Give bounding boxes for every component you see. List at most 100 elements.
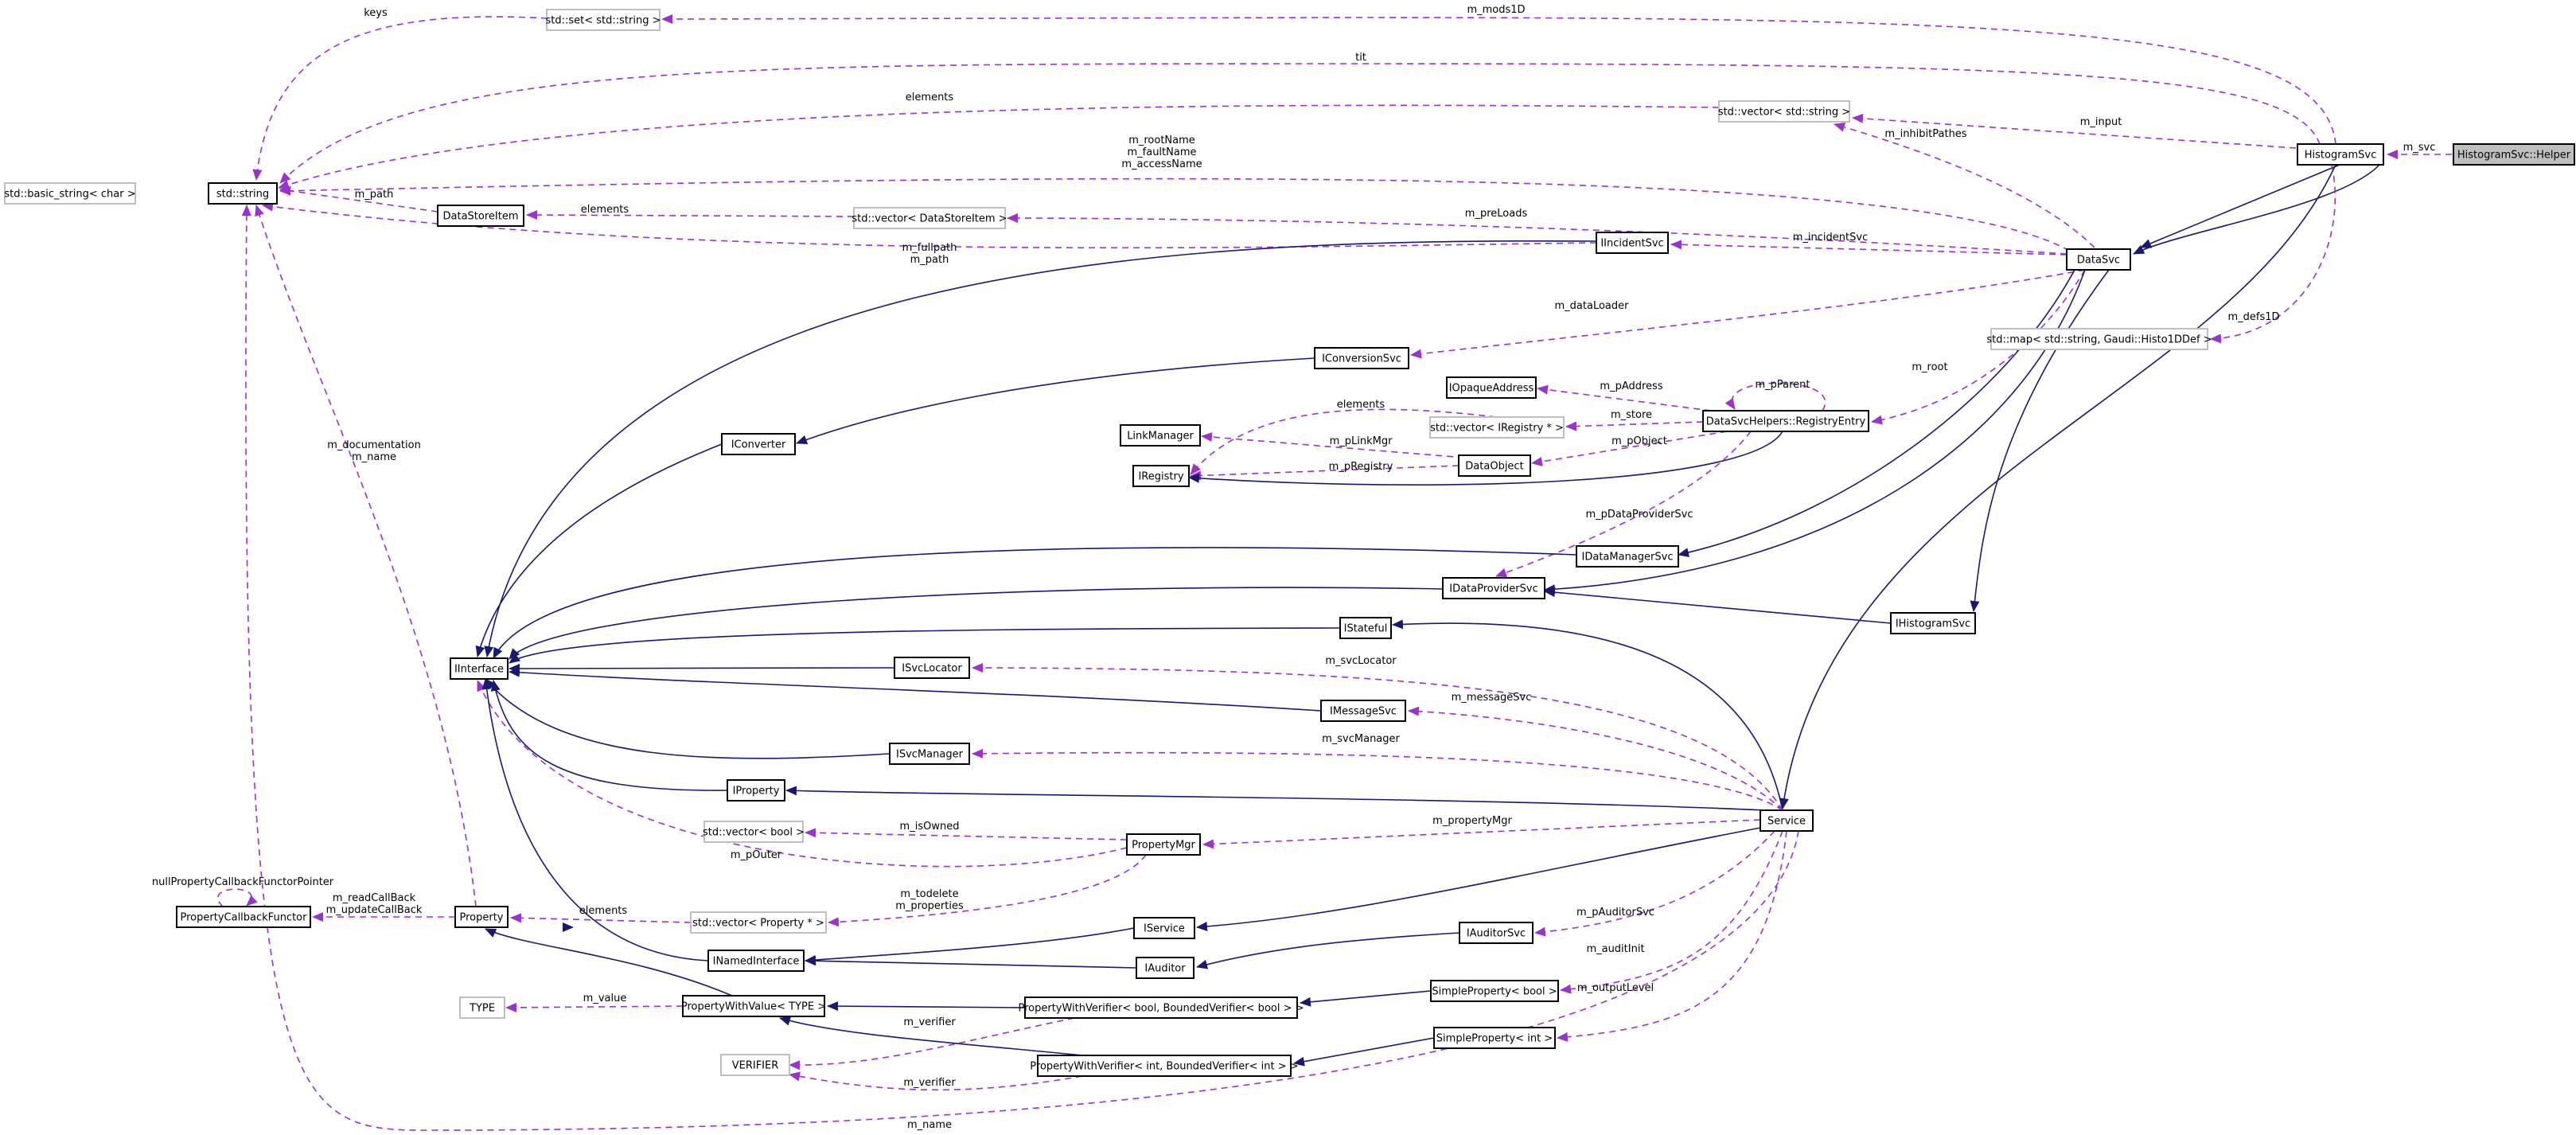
- edge-line: [827, 1001, 1026, 1012]
- edge-inheritance: [485, 678, 890, 759]
- class-node-datasvc[interactable]: DataSvc: [2066, 248, 2131, 271]
- node-label: std::vector< std::string >: [1718, 107, 1850, 119]
- edge-line: [661, 14, 2336, 145]
- class-node-iregistry[interactable]: IRegistry: [1132, 465, 1190, 487]
- class-node-istateful[interactable]: IStateful: [1339, 617, 1392, 639]
- edge-line: [485, 928, 733, 997]
- class-node-type[interactable]: TYPE: [459, 997, 505, 1019]
- node-box: [459, 997, 505, 1019]
- class-node-imessagesvc[interactable]: IMessageSvc: [1320, 700, 1406, 722]
- class-node-idatamanagersvc[interactable]: IDataManagerSvc: [1576, 545, 1679, 568]
- class-node-iopaqueaddress[interactable]: IOpaqueAddress: [1446, 376, 1537, 399]
- class-node-isvclocator[interactable]: ISvcLocator: [894, 657, 970, 679]
- class-node-vector-property[interactable]: std::vector< Property * >: [690, 911, 827, 934]
- class-node-vector-iregistry[interactable]: std::vector< IRegistry * >: [1429, 416, 1565, 439]
- class-node-simpleproperty-int[interactable]: SimpleProperty< int >: [1433, 1027, 1556, 1049]
- class-node-helper[interactable]: HistogramSvc::Helper: [2453, 143, 2575, 166]
- class-node-property[interactable]: Property: [454, 906, 509, 928]
- edge-inheritance: [1779, 164, 2336, 809]
- class-node-verifier[interactable]: VERIFIER: [720, 1054, 790, 1076]
- node-label: DataObject: [1465, 461, 1523, 473]
- node-box: [1458, 454, 1531, 477]
- edge-label: m_fullpath: [902, 242, 957, 254]
- class-node-iincidentsvc[interactable]: IIncidentSvc: [1596, 232, 1669, 254]
- edge-line: [1410, 269, 2086, 359]
- edge-usage: m_messageSvc: [1408, 692, 1783, 811]
- edge-usage: m_pObject: [1531, 431, 1728, 466]
- edge-line: [1834, 122, 2095, 248]
- edge-line: [1196, 827, 1761, 931]
- class-node-iinterface[interactable]: IInterface: [450, 657, 509, 680]
- class-node-vector-bool[interactable]: std::vector< bool >: [703, 821, 805, 843]
- edge-usage: m_root: [1871, 269, 2086, 425]
- edge-line: [1779, 164, 2336, 809]
- node-label: IService: [1144, 923, 1185, 935]
- class-node-dataobject[interactable]: DataObject: [1458, 454, 1531, 477]
- node-box: [727, 779, 785, 802]
- class-node-iauditor[interactable]: IAuditor: [1136, 957, 1194, 979]
- node-label: std::vector< DataStoreItem >: [852, 213, 1007, 225]
- class-node-simpleproperty-bool[interactable]: SimpleProperty< bool >: [1430, 980, 1559, 1002]
- node-label: IProperty: [733, 786, 780, 798]
- edge-label: m_isOwned: [900, 821, 960, 833]
- edge-usage: m_verifier: [789, 1071, 1083, 1091]
- edge-line: [1007, 213, 2067, 255]
- class-node-propertywithvalue[interactable]: PropertyWithValue< TYPE >: [681, 995, 826, 1017]
- edge-label: m_preLoads: [1465, 208, 1528, 220]
- edge-label: m_pRegistry: [1329, 461, 1393, 473]
- edge-line: [1495, 431, 1752, 578]
- class-node-set-string[interactable]: std::set< std::string >: [546, 9, 661, 31]
- node-box: [1136, 957, 1194, 979]
- class-node-vector-string[interactable]: std::vector< std::string >: [1718, 100, 1850, 123]
- class-node-registryentry[interactable]: DataSvcHelpers::RegistryEntry: [1702, 410, 1869, 432]
- class-node-propertymgr[interactable]: PropertyMgr: [1126, 833, 1201, 856]
- class-node-string[interactable]: std::string: [208, 182, 278, 205]
- edge-usage: m_input: [1852, 113, 2297, 149]
- class-node-histogramsvc[interactable]: HistogramSvc: [2297, 143, 2384, 166]
- node-box: [2066, 248, 2131, 271]
- node-box: [1442, 577, 1545, 599]
- node-label: DataSvc: [2077, 255, 2120, 267]
- class-node-iconversionsvc[interactable]: IConversionSvc: [1314, 347, 1409, 369]
- edge-usage: m_pRegistry: [1190, 461, 1459, 481]
- edge-label: m_readCallBack: [333, 892, 416, 904]
- edge-usage: nullPropertyCallbackFunctorPointer: [152, 876, 334, 907]
- class-node-vector-dsi[interactable]: std::vector< DataStoreItem >: [852, 207, 1007, 229]
- edge-label: nullPropertyCallbackFunctorPointer: [152, 876, 334, 888]
- class-node-basic-string[interactable]: std::basic_string< char >: [4, 182, 136, 205]
- class-node-map-histo[interactable]: std::map< std::string, Gaudi::Histo1DDef…: [1986, 328, 2212, 350]
- edge-usage: m_auditInit: [1560, 830, 1783, 994]
- edge-label: m_path: [355, 189, 394, 201]
- node-box: [1339, 617, 1392, 639]
- class-node-inamedinterface[interactable]: INamedInterface: [707, 950, 805, 972]
- edge-usage: m_pOuter: [477, 680, 1128, 868]
- class-node-pwv-bool[interactable]: PropertyWithVerifier< bool, BoundedVerif…: [1018, 997, 1304, 1019]
- class-node-propertycallbackfunctor[interactable]: PropertyCallbackFunctor: [176, 906, 311, 928]
- edge-inheritance: [2140, 164, 2340, 248]
- class-node-iproperty[interactable]: IProperty: [727, 779, 785, 802]
- edge-label: elements: [581, 204, 629, 216]
- edge-inheritance: [779, 1016, 1083, 1056]
- edge-line: [262, 201, 1597, 249]
- class-node-iauditorsvc[interactable]: IAuditorSvc: [1459, 922, 1534, 944]
- edge-line: [278, 104, 1720, 189]
- class-node-service[interactable]: Service: [1760, 809, 1814, 832]
- edge-label: elements: [1337, 399, 1385, 411]
- class-node-isvcmanager[interactable]: ISvcManager: [889, 743, 970, 765]
- class-node-datastoreitem[interactable]: DataStoreItem: [437, 205, 524, 227]
- node-label: IDataManagerSvc: [1582, 552, 1674, 564]
- class-node-linkmanager[interactable]: LinkManager: [1120, 424, 1201, 447]
- class-node-iservice[interactable]: IService: [1133, 917, 1195, 939]
- edge-line: [1300, 990, 1432, 1007]
- node-label: DataSvcHelpers::RegistryEntry: [1706, 416, 1866, 428]
- class-node-ihistogramsvc[interactable]: IHistogramSvc: [1890, 612, 1976, 634]
- edge-line: [1190, 408, 1497, 475]
- edge-usage: elements: [510, 905, 692, 923]
- edge-line: [509, 667, 1322, 712]
- class-node-idataprovidersvc[interactable]: IDataProviderSvc: [1442, 577, 1545, 599]
- edge-line: [779, 1016, 1083, 1056]
- class-node-iconverter[interactable]: IConverter: [721, 433, 796, 455]
- class-node-pwv-int[interactable]: PropertyWithVerifier< int, BoundedVerifi…: [1030, 1055, 1299, 1077]
- edge-usage: m_pAuditorSvc: [1534, 830, 1775, 937]
- edge-inheritance: [805, 956, 1137, 969]
